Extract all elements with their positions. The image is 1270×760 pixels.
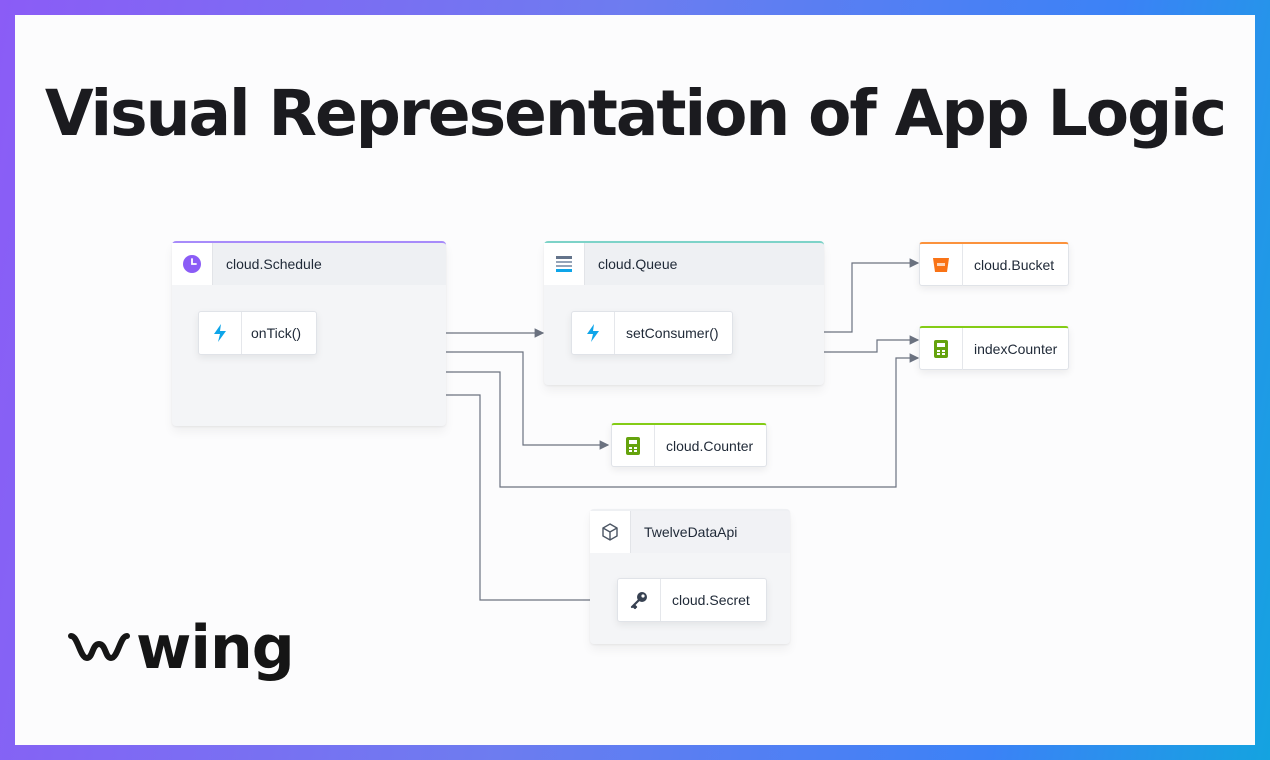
- wing-logo-text: wing: [136, 613, 295, 683]
- bucket-node[interactable]: cloud.Bucket: [919, 242, 1069, 286]
- bucket-label: cloud.Bucket: [974, 257, 1055, 273]
- bucket-icon: [920, 244, 963, 286]
- queue-icon: [544, 243, 585, 285]
- key-icon: [618, 579, 661, 621]
- counter-icon: [612, 425, 655, 467]
- cube-icon: [590, 511, 631, 553]
- clock-icon: [172, 243, 213, 285]
- ontick-node[interactable]: onTick(): [198, 311, 317, 355]
- queue-header[interactable]: cloud.Queue: [544, 241, 824, 285]
- setconsumer-label: setConsumer(): [626, 325, 719, 341]
- counter-label: cloud.Counter: [666, 438, 754, 454]
- queue-label: cloud.Queue: [598, 256, 678, 272]
- twelvedataapi-header[interactable]: TwelveDataApi: [590, 509, 790, 553]
- twelvedataapi-label: TwelveDataApi: [644, 524, 738, 540]
- twelvedataapi-group[interactable]: TwelveDataApi: [590, 509, 790, 644]
- diagram-card: Visual Representation of App Logic: [15, 15, 1255, 745]
- wing-logo-mark: [68, 633, 130, 661]
- lightning-icon: [199, 312, 242, 354]
- indexcounter-node[interactable]: indexCounter: [919, 326, 1069, 370]
- counter-node[interactable]: cloud.Counter: [611, 423, 767, 467]
- ontick-label: onTick(): [251, 325, 302, 341]
- secret-node[interactable]: cloud.Secret: [617, 578, 767, 622]
- setconsumer-node[interactable]: setConsumer(): [571, 311, 733, 355]
- lightning-icon: [572, 312, 615, 354]
- wing-logo: wing: [68, 613, 295, 683]
- indexcounter-label: indexCounter: [974, 341, 1058, 357]
- secret-label: cloud.Secret: [672, 592, 750, 608]
- counter-icon: [920, 328, 963, 370]
- schedule-header[interactable]: cloud.Schedule: [172, 241, 446, 285]
- page-title: Visual Representation of App Logic: [44, 77, 1227, 150]
- schedule-label: cloud.Schedule: [226, 256, 322, 272]
